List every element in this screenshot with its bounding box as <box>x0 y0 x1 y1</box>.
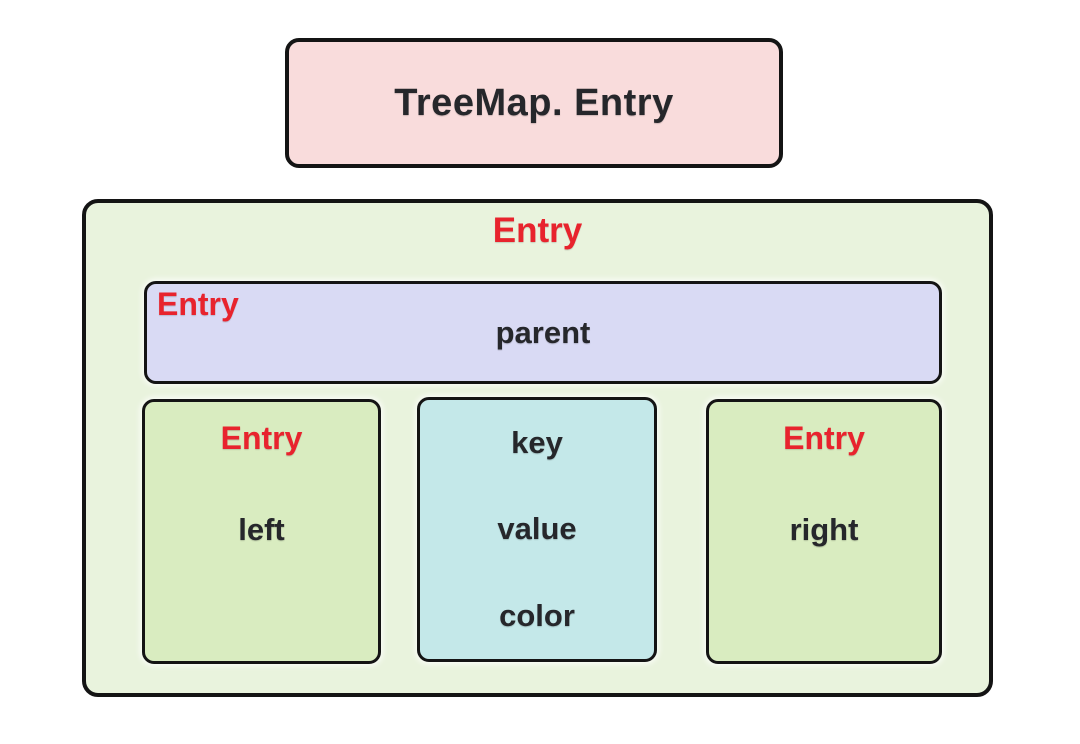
value-field-label: value <box>497 511 577 547</box>
color-field-label: color <box>499 597 575 633</box>
left-box-entry-label: Entry <box>220 420 303 456</box>
parent-field-label: parent <box>495 314 591 350</box>
parent-box: Entry parent <box>144 281 942 384</box>
right-field-label: right <box>789 512 859 547</box>
entry-outer-label: Entry <box>492 211 583 250</box>
key-value-color-box: key value color <box>417 397 657 662</box>
key-field-label: key <box>511 425 563 461</box>
entry-outer-box: Entry Entry parent Entry left key value … <box>82 199 993 697</box>
left-field-label: left <box>238 512 285 547</box>
parent-box-entry-label: Entry <box>157 286 239 322</box>
title-box-label: TreeMap. Entry <box>394 81 674 124</box>
right-box-entry-label: Entry <box>783 420 865 456</box>
left-child-box: Entry left <box>142 399 381 664</box>
right-child-box: Entry right <box>706 399 942 664</box>
title-box: TreeMap. Entry <box>285 38 783 168</box>
